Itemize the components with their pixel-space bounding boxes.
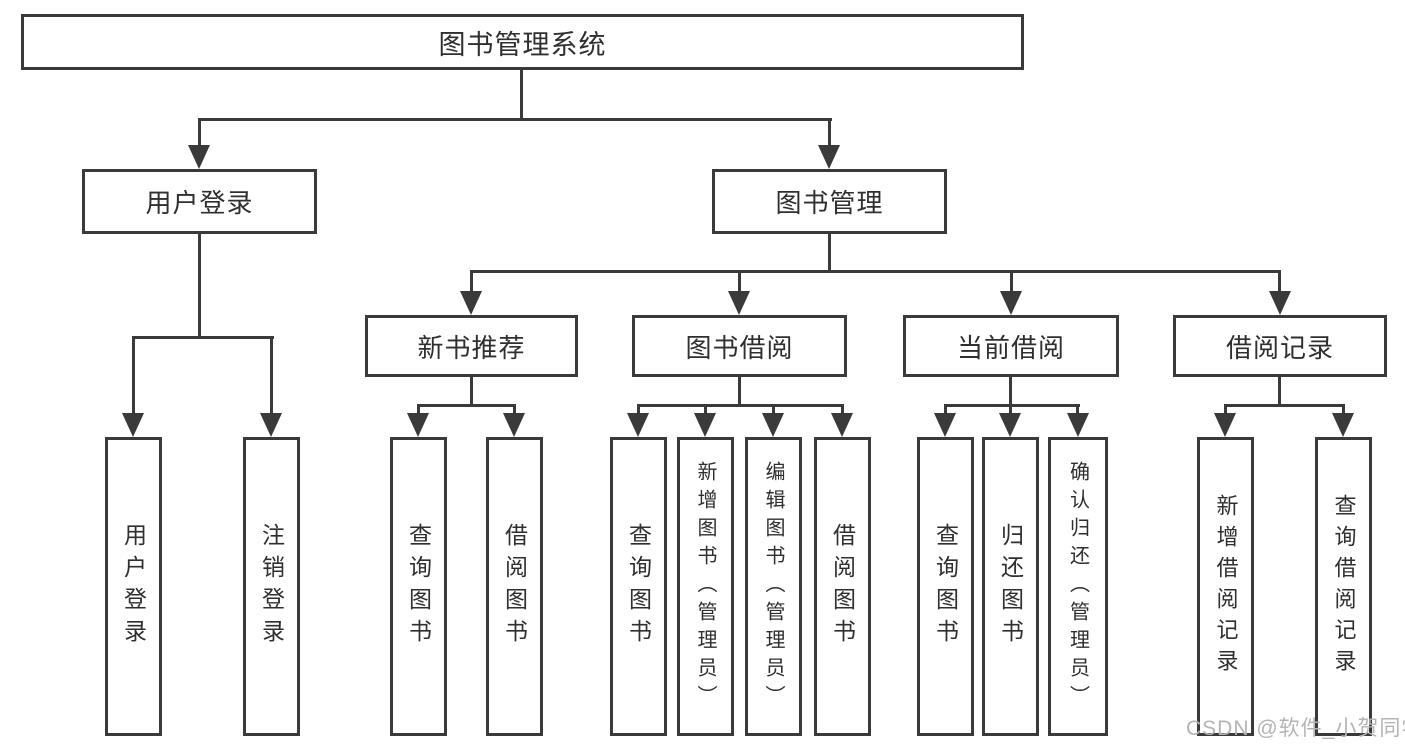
connector-line: [470, 270, 1281, 273]
connector-line: [1009, 404, 1012, 415]
node-book-borrowing-label: 图书借阅: [685, 332, 794, 363]
leaf-recommend-borrow-books-label: 借阅图书: [501, 522, 528, 651]
connector-line: [198, 232, 201, 338]
leaf-add-books-admin: 新增图书（管理员）: [677, 437, 734, 736]
connector-line: [944, 404, 947, 415]
leaf-logout-label: 注销登录: [258, 522, 285, 651]
arrow-down-icon: [1332, 413, 1354, 437]
leaf-add-books-admin-label: 新增图书（管理员）: [694, 460, 716, 713]
node-library-system-label: 图书管理系统: [438, 29, 607, 60]
connector-line: [1076, 404, 1079, 415]
leaf-borrowing-query-books-label: 查询图书: [625, 522, 652, 651]
connector-line: [417, 404, 516, 407]
leaf-recommend-borrow-books: 借阅图书: [486, 437, 543, 736]
leaf-borrowing-borrow-books: 借阅图书: [814, 437, 871, 736]
connector-line: [1009, 375, 1012, 406]
leaf-logout: 注销登录: [243, 437, 300, 736]
node-borrowing-records: 借阅记录: [1173, 315, 1387, 377]
leaf-return-books-label: 归还图书: [997, 522, 1024, 651]
node-new-book-recommend: 新书推荐: [365, 315, 578, 377]
connector-line: [513, 404, 516, 415]
leaf-current-query-books: 查询图书: [917, 437, 974, 736]
arrow-down-icon: [831, 413, 853, 437]
arrow-down-icon: [627, 413, 649, 437]
arrow-down-icon: [122, 413, 144, 437]
arrow-down-icon: [728, 291, 750, 315]
connector-line: [198, 118, 201, 147]
leaf-add-borrow-record: 新增借阅记录: [1197, 437, 1254, 736]
csdn-watermark: CSDN @软件_小贺同学: [1186, 717, 1405, 740]
connector-line: [841, 404, 844, 415]
connector-line: [828, 118, 831, 147]
leaf-user-login: 用户登录: [105, 437, 162, 736]
leaf-edit-books-admin: 编辑图书（管理员）: [745, 437, 802, 736]
leaf-add-borrow-record-label: 新增借阅记录: [1213, 493, 1239, 680]
arrow-down-icon: [460, 291, 482, 315]
node-user-login: 用户登录: [82, 169, 317, 234]
node-borrowing-records-label: 借阅记录: [1225, 332, 1334, 363]
arrow-down-icon: [407, 413, 429, 437]
connector-line: [1342, 404, 1345, 415]
leaf-current-query-books-label: 查询图书: [932, 522, 959, 651]
connector-line: [198, 118, 832, 121]
connector-line: [1278, 270, 1281, 293]
connector-line: [520, 69, 523, 120]
leaf-confirm-return-admin-label: 确认归还（管理员）: [1066, 460, 1089, 713]
connector-line: [132, 336, 274, 339]
arrow-down-icon: [1000, 291, 1022, 315]
arrow-down-icon: [503, 413, 525, 437]
leaf-recommend-query-books: 查询图书: [390, 437, 447, 736]
leaf-edit-books-admin-label: 编辑图书（管理员）: [762, 460, 784, 713]
connector-line: [1010, 270, 1013, 293]
connector-line: [738, 270, 741, 293]
node-new-book-recommend-label: 新书推荐: [417, 332, 526, 363]
arrow-down-icon: [260, 413, 282, 437]
connector-line: [132, 336, 135, 415]
connector-line: [470, 270, 473, 293]
leaf-query-borrow-record: 查询借阅记录: [1315, 437, 1372, 736]
leaf-user-login-label: 用户登录: [120, 522, 147, 651]
arrow-down-icon: [934, 413, 956, 437]
node-user-login-label: 用户登录: [145, 188, 254, 218]
leaf-recommend-query-books-label: 查询图书: [405, 522, 432, 651]
node-current-borrowing: 当前借阅: [903, 315, 1119, 377]
connector-line: [637, 404, 640, 415]
connector-line: [1224, 404, 1345, 407]
node-book-management-label: 图书管理: [775, 188, 884, 218]
arrow-down-icon: [762, 413, 784, 437]
leaf-borrowing-borrow-books-label: 借阅图书: [829, 522, 856, 651]
leaf-borrowing-query-books: 查询图书: [610, 437, 667, 736]
arrow-down-icon: [818, 145, 840, 169]
arrow-down-icon: [1269, 291, 1291, 315]
connector-line: [470, 375, 473, 406]
connector-line: [1224, 404, 1227, 415]
node-current-borrowing-label: 当前借阅: [956, 332, 1065, 363]
arrow-down-icon: [1067, 413, 1089, 437]
connector-line: [828, 232, 831, 272]
node-library-system: 图书管理系统: [21, 14, 1024, 70]
leaf-query-borrow-record-label: 查询借阅记录: [1331, 493, 1357, 680]
connector-line: [270, 336, 273, 415]
node-book-borrowing: 图书借阅: [632, 315, 847, 377]
arrow-down-icon: [999, 413, 1021, 437]
connector-line: [417, 404, 420, 415]
node-book-management: 图书管理: [712, 169, 947, 234]
connector-line: [637, 404, 844, 407]
connector-line: [772, 404, 775, 415]
connector-line: [944, 404, 1080, 407]
arrow-down-icon: [1214, 413, 1236, 437]
connector-line: [738, 375, 741, 406]
arrow-down-icon: [188, 145, 210, 169]
connector-line: [704, 404, 707, 415]
arrow-down-icon: [694, 413, 716, 437]
leaf-confirm-return-admin: 确认归还（管理员）: [1048, 437, 1108, 736]
connector-line: [1278, 375, 1281, 406]
leaf-return-books: 归还图书: [982, 437, 1039, 736]
